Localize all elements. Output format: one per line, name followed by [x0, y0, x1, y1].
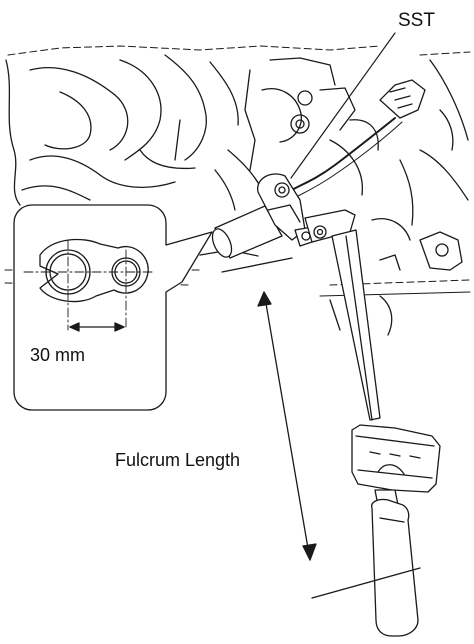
- fulcrum-length-label: Fulcrum Length: [115, 450, 241, 470]
- dimension-label: 30 mm: [30, 345, 86, 365]
- sst-tool-head: [211, 32, 396, 259]
- torque-wrench: [304, 209, 441, 637]
- fulcrum-length-dimension: [221, 257, 317, 561]
- sst-label: SST: [398, 10, 435, 31]
- sst-detail-inset: [13, 204, 213, 411]
